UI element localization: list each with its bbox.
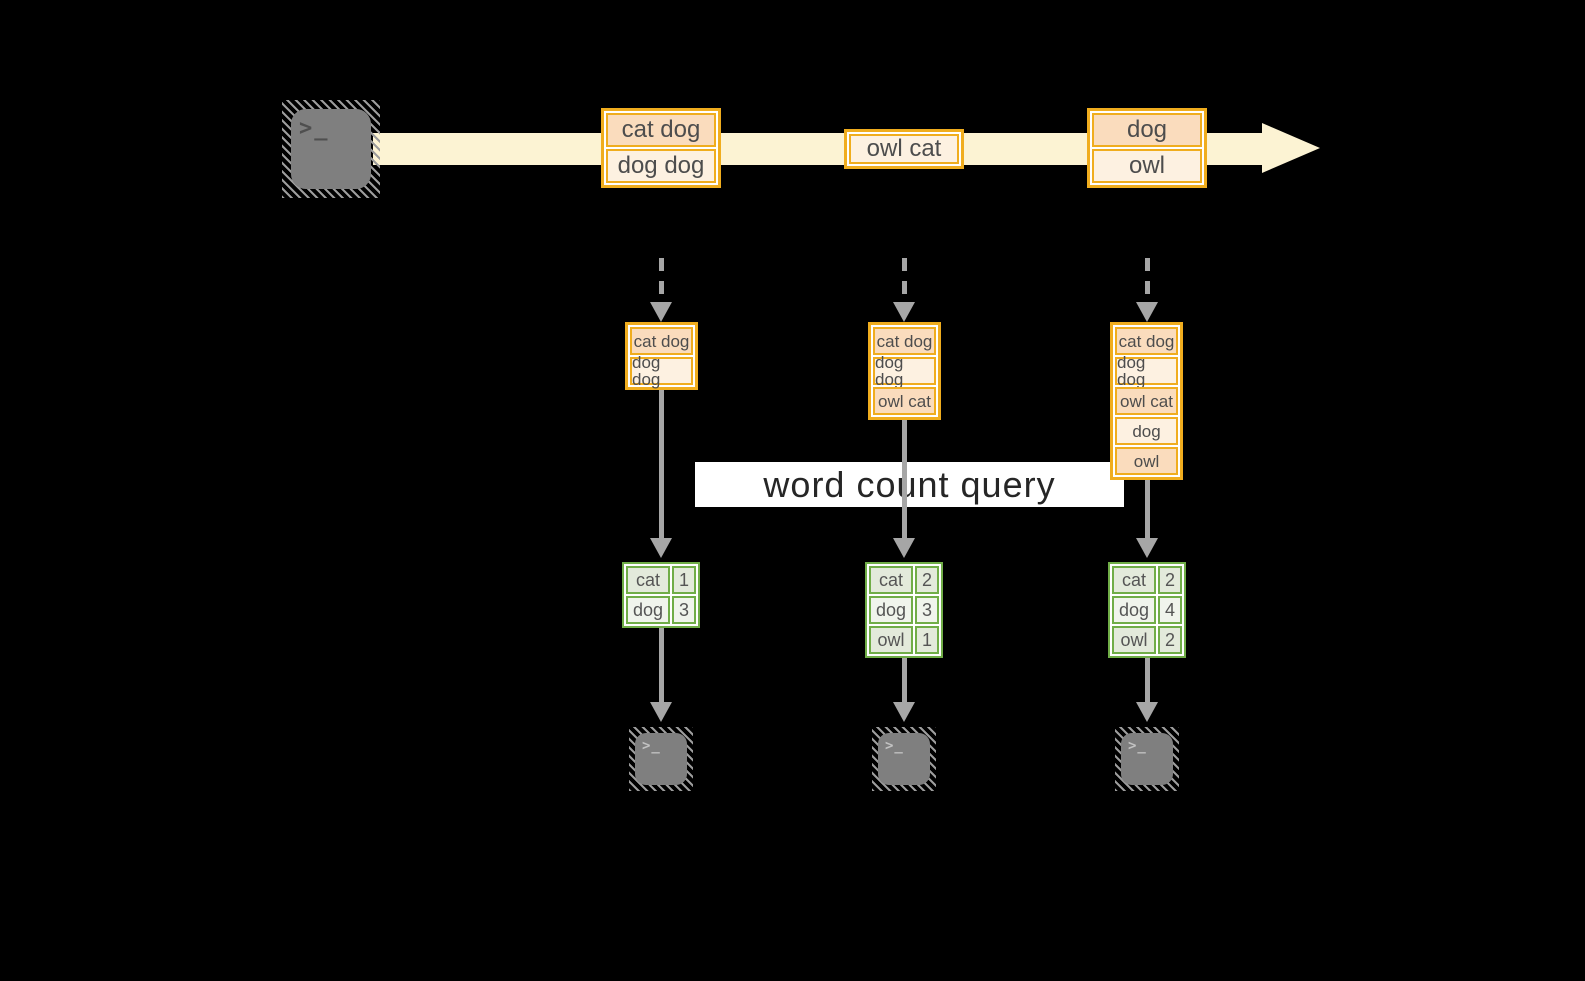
result-table-2: cat 2 dog 3 owl 1: [865, 562, 943, 658]
dashed-arrow-line: [1145, 258, 1150, 302]
word-cell: cat: [626, 566, 670, 594]
stream-event: owl: [1092, 149, 1202, 183]
buffer-stack-1: cat dog dog dog: [625, 322, 698, 390]
arrow-head: [1136, 302, 1158, 322]
count-cell: 3: [915, 596, 939, 624]
arrow-head: [650, 302, 672, 322]
result-table-3: cat 2 dog 4 owl 2: [1108, 562, 1186, 658]
arrow-line: [1145, 658, 1150, 702]
stream-batch-1: cat dog dog dog: [601, 108, 721, 188]
stream-event: dog: [1092, 113, 1202, 147]
word-cell: cat: [1112, 566, 1156, 594]
stream-arrow-head: [1262, 123, 1320, 173]
arrow-head: [650, 702, 672, 722]
buffer-row: cat dog: [1115, 327, 1178, 355]
terminal-prompt-glyph: >_: [1128, 738, 1147, 754]
word-cell: cat: [869, 566, 913, 594]
arrow-head: [893, 302, 915, 322]
output-terminal-icon-3: >_: [1115, 727, 1179, 791]
stream-event: dog dog: [606, 149, 716, 183]
buffer-stack-3: cat dog dog dog owl cat dog owl: [1110, 322, 1183, 480]
terminal-screen: [291, 109, 371, 189]
count-cell: 2: [915, 566, 939, 594]
buffer-stack-2: cat dog dog dog owl cat: [868, 322, 941, 420]
stream-event: cat dog: [606, 113, 716, 147]
count-cell: 4: [1158, 596, 1182, 624]
buffer-row: owl: [1115, 447, 1178, 475]
stream-event: owl cat: [849, 134, 959, 164]
word-cell: owl: [1112, 626, 1156, 654]
word-cell: dog: [869, 596, 913, 624]
result-table-1: cat 1 dog 3: [622, 562, 700, 628]
terminal-screen: [1121, 733, 1173, 785]
arrow-head: [1136, 538, 1158, 558]
buffer-row: dog dog: [630, 354, 693, 388]
buffer-row: dog dog: [873, 354, 936, 388]
arrow-line: [659, 628, 664, 702]
arrow-head: [1136, 702, 1158, 722]
terminal-prompt-glyph: >_: [642, 738, 661, 754]
count-cell: 3: [672, 596, 696, 624]
count-cell: 1: [672, 566, 696, 594]
terminal-prompt-glyph: >_: [885, 738, 904, 754]
buffer-row: dog dog: [1115, 354, 1178, 388]
word-cell: dog: [1112, 596, 1156, 624]
source-terminal-icon: >_: [282, 100, 380, 198]
arrow-head: [893, 538, 915, 558]
output-terminal-icon-1: >_: [629, 727, 693, 791]
buffer-row: owl cat: [873, 387, 936, 415]
arrow-line: [659, 390, 664, 538]
buffer-row: owl cat: [1115, 387, 1178, 415]
count-cell: 1: [915, 626, 939, 654]
query-label: word count query: [763, 463, 1056, 505]
dashed-arrow-line: [659, 258, 664, 302]
buffer-row: cat dog: [630, 327, 693, 355]
terminal-screen: [878, 733, 930, 785]
query-label-band: word count query: [695, 462, 1124, 507]
buffer-row: dog: [1115, 417, 1178, 445]
output-terminal-icon-2: >_: [872, 727, 936, 791]
dashed-arrow-line: [902, 258, 907, 302]
word-cell: owl: [869, 626, 913, 654]
arrow-head: [650, 538, 672, 558]
arrow-line: [1145, 480, 1150, 538]
arrow-line: [902, 420, 907, 538]
terminal-prompt-glyph: >_: [299, 116, 330, 141]
buffer-row: cat dog: [873, 327, 936, 355]
arrow-line: [902, 658, 907, 702]
stream-batch-2: owl cat: [844, 129, 964, 169]
arrow-head: [893, 702, 915, 722]
stream-batch-3: dog owl: [1087, 108, 1207, 188]
word-cell: dog: [626, 596, 670, 624]
count-cell: 2: [1158, 566, 1182, 594]
terminal-screen: [635, 733, 687, 785]
count-cell: 2: [1158, 626, 1182, 654]
